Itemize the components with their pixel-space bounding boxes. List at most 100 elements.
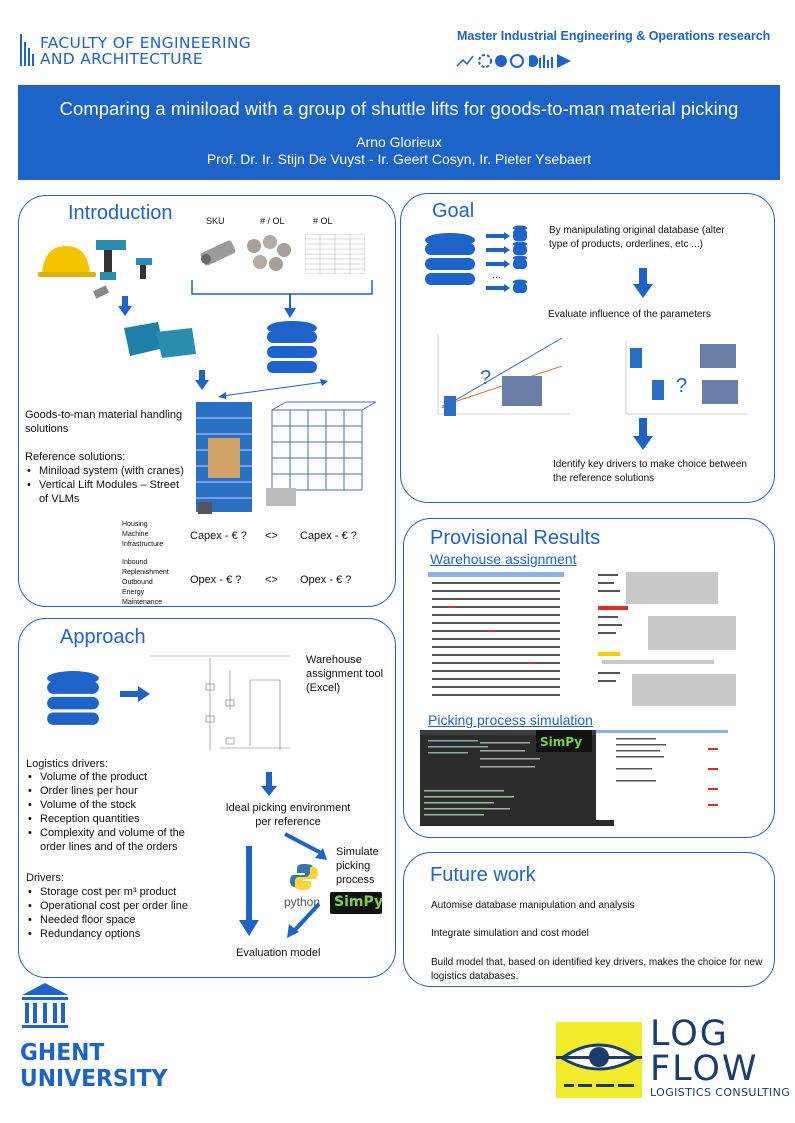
introduction-title: Introduction	[68, 202, 173, 224]
faculty-logo-icon	[20, 34, 34, 66]
col-sku: SKU	[206, 216, 225, 226]
capex-label: Housing	[122, 521, 148, 528]
future-title: Future work	[430, 864, 536, 886]
down-arrow-icon	[633, 418, 653, 450]
python-logo-icon	[290, 864, 318, 890]
list-item: Redundancy options	[26, 927, 206, 941]
simulation-results-sheet	[596, 728, 728, 820]
list-item: Complexity and volume of the order lines…	[26, 826, 198, 854]
miniload-image	[196, 402, 252, 514]
svg-text:SimPy: SimPy	[540, 735, 582, 749]
simulation-screenshot: SimPy	[420, 730, 614, 826]
opex-label: Replenishment	[122, 569, 169, 576]
ghent-university-emblem-icon	[22, 983, 68, 1028]
down-arrow-icon	[195, 370, 209, 390]
ref-list: Miniload system (with cranes) Vertical L…	[25, 464, 190, 506]
future-item-1: Automise database manipulation and analy…	[431, 900, 635, 911]
down-arrow-icon	[633, 268, 653, 298]
ideal-environment: Ideal picking environment per reference	[225, 802, 351, 828]
goal-title: Goal	[432, 200, 475, 222]
down-arrow-icon	[118, 296, 132, 316]
capex-label: Machine	[122, 531, 149, 538]
goal-evaluate: Evaluate influence of the parameters	[548, 309, 711, 320]
ghent-university-logo: GHENT UNIVERSITY	[20, 1040, 167, 1092]
svg-text:?: ?	[480, 367, 491, 389]
list-item: Vertical Lift Modules – Street of VLMs	[25, 478, 190, 506]
diagonal-arrow-icon	[284, 832, 327, 860]
faculty-line-1: FACULTY OF ENGINEERING	[40, 34, 252, 52]
ref-heading: Reference solutions:	[25, 451, 126, 463]
picking-simulation-link[interactable]: Picking process simulation	[428, 712, 593, 728]
drivers-list: Storage cost per m³ product Operational …	[26, 885, 206, 941]
list-item: Reception quantities	[26, 812, 198, 826]
author: Arno Glorieux	[356, 134, 442, 150]
opex-label: Energy	[122, 589, 145, 596]
orderline-image	[247, 235, 291, 271]
goal-identify: Identify key drivers to make choice betw…	[553, 459, 747, 484]
right-arrow-icon	[120, 686, 150, 702]
crates-image	[124, 322, 196, 358]
database-icon	[425, 233, 475, 285]
list-item: Volume of the product	[26, 770, 198, 784]
database-icon	[47, 671, 99, 725]
future-item-3: Build model that, based on identified ke…	[431, 957, 763, 982]
svg-text:?: ?	[676, 375, 687, 397]
warehouse-assignment-table	[428, 570, 564, 706]
future-item-2: Integrate simulation and cost model	[431, 928, 589, 939]
list-item: Miniload system (with cranes)	[25, 464, 190, 478]
list-item: Volume of the stock	[26, 798, 198, 812]
evaluation-model: Evaluation model	[236, 947, 321, 959]
capex-label: Infrastructure	[122, 541, 164, 548]
database-icon	[267, 321, 317, 373]
list-item: Needed floor space	[26, 913, 206, 927]
list-item: Operational cost per order line	[26, 899, 206, 913]
research-icons	[456, 54, 571, 68]
opex-label: Maintenance	[122, 599, 163, 606]
goal-manipulate: By manipulating original database (alter…	[549, 225, 725, 250]
warehouse-assignment-link[interactable]: Warehouse assignment	[430, 551, 577, 567]
opex-left: Opex - € ?	[190, 574, 242, 586]
consulting-text: LOGISTICS CONSULTING	[650, 1086, 791, 1099]
faculty-name: FACULTY OF ENGINEERING AND ARCHITECTURE	[40, 35, 251, 67]
diagonal-arrow-icon	[287, 902, 321, 938]
compare-symbol: <>	[265, 574, 278, 586]
python-label: python	[284, 895, 321, 909]
products-illustration	[38, 240, 152, 299]
faculty-line-2: AND ARCHITECTURE	[40, 50, 203, 68]
supervisors: Prof. Dr. Ir. Stijn De Vuyst - Ir. Geert…	[206, 151, 592, 167]
opex-label: Inbound	[122, 559, 148, 566]
flow-text: FLOW	[650, 1049, 759, 1089]
capex-labels: Housing Machine Infrastructure	[122, 520, 163, 550]
sku-image	[200, 240, 236, 266]
bracket-connector	[191, 280, 373, 318]
capex-right: Capex - € ?	[300, 530, 357, 542]
logflow-eye-logo-icon	[556, 1022, 642, 1098]
capex-left: Capex - € ?	[190, 530, 247, 542]
log-text: LOG	[650, 1014, 729, 1054]
simpy-label: SimPy	[334, 894, 384, 910]
title-banner: Comparing a miniload with a group of shu…	[18, 85, 780, 180]
list-item: Order lines per hour	[26, 784, 198, 798]
double-arrow-icon	[218, 379, 328, 399]
approach-tool: Warehouse assignment tool (Excel)	[306, 654, 384, 694]
ghent-line: GHENT	[20, 1040, 105, 1066]
col-ol: # / OL	[260, 216, 285, 226]
results-title: Provisional Results	[430, 527, 601, 549]
university-line: UNIVERSITY	[20, 1066, 168, 1092]
compare-symbol: <>	[265, 530, 278, 542]
shuttle-system-image	[266, 401, 377, 506]
master-title: Master Industrial Engineering & Operatio…	[457, 29, 771, 43]
orders-table-image	[305, 234, 365, 274]
warehouse-summary-sheet	[596, 568, 738, 706]
approach-title: Approach	[60, 626, 146, 648]
gtm-text: Goods-to-man material handling solutions	[25, 409, 183, 435]
opex-label: Outbound	[122, 579, 153, 586]
goal-ellipsis: ...	[492, 269, 502, 281]
future-panel	[403, 852, 775, 987]
down-arrow-icon	[239, 846, 259, 936]
down-arrow-icon	[261, 772, 277, 796]
poster-title: Comparing a miniload with a group of shu…	[59, 98, 739, 119]
flowchart-image	[150, 655, 290, 750]
logistics-heading: Logistics drivers:	[26, 758, 108, 770]
drivers-heading: Drivers:	[26, 872, 64, 884]
